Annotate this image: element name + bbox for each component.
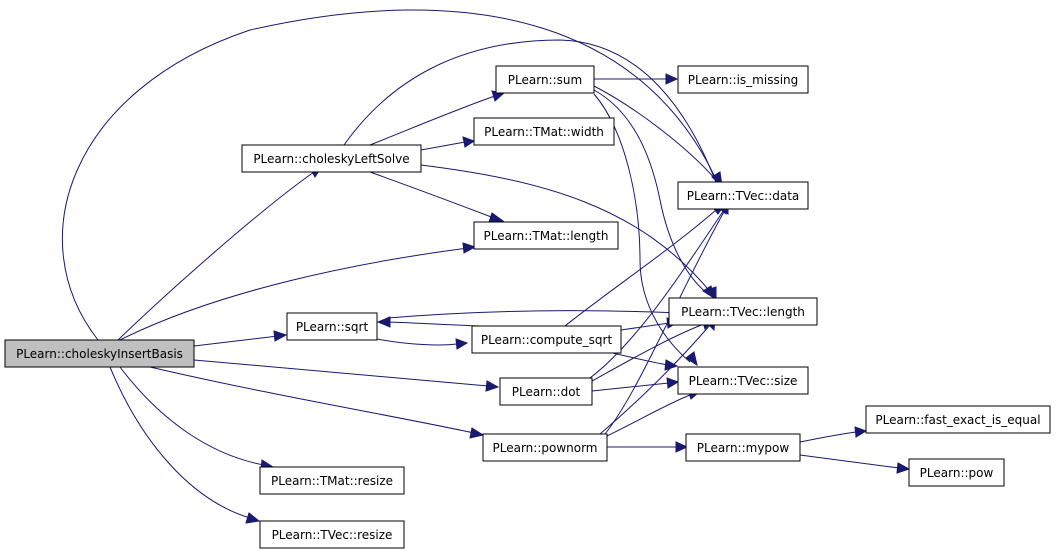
node-label: PLearn::TMat::width	[484, 125, 604, 139]
edge-mypow-pow	[799, 454, 900, 469]
node-tvec-resize[interactable]: PLearn::TVec::resize	[259, 520, 405, 549]
node-fast-exact-is-equal[interactable]: PLearn::fast_exact_is_equal	[865, 405, 1051, 434]
call-nodes: PLearn::choleskyInsertBasis PLearn::chol…	[4, 65, 1051, 549]
arrowhead	[675, 441, 689, 453]
edge-dot-tvec-data	[589, 209, 725, 379]
node-label: PLearn::TVec::length	[681, 305, 805, 319]
arrowhead	[273, 330, 288, 342]
arrowhead	[485, 380, 500, 392]
node-tmat-width[interactable]: PLearn::TMat::width	[473, 117, 615, 146]
node-tmat-resize[interactable]: PLearn::TMat::resize	[259, 466, 405, 495]
arrowhead	[685, 351, 698, 367]
arrowhead	[376, 316, 391, 328]
node-label: PLearn::mypow	[697, 441, 790, 455]
node-label: PLearn::choleskyLeftSolve	[253, 152, 409, 166]
node-label: PLearn::pow	[920, 466, 994, 480]
edge-tvec-length-sqrt	[387, 310, 681, 319]
node-label: PLearn::TMat::length	[484, 229, 609, 243]
node-tvec-data[interactable]: PLearn::TVec::data	[677, 181, 809, 210]
node-tmat-length[interactable]: PLearn::TMat::length	[473, 221, 619, 250]
edge-compute-sqrt-tvec-length	[620, 322, 670, 331]
edge-sqrt-compute-sqrt	[376, 338, 458, 346]
edge-insertbasis-dot	[193, 359, 489, 387]
arrowhead	[462, 242, 477, 254]
edge-leftsolve-tmat-width	[420, 141, 466, 151]
node-label: PLearn::choleskyInsertBasis	[16, 347, 183, 361]
node-label: PLearn::dot	[512, 385, 581, 399]
edge-pownorm-tvec-length	[599, 324, 711, 435]
edge-insertbasis-pownorm	[149, 366, 475, 434]
node-mypow[interactable]: PLearn::mypow	[685, 433, 801, 462]
node-label: PLearn::compute_sqrt	[481, 333, 613, 347]
node-label: PLearn::fast_exact_is_equal	[875, 413, 1040, 427]
node-label: PLearn::sum	[508, 73, 582, 87]
edge-compute-sqrt-tvec-data	[564, 209, 717, 327]
arrowhead	[664, 359, 679, 371]
edge-insertbasis-sqrt	[193, 335, 279, 347]
edge-insertbasis-tmat-resize	[119, 366, 265, 466]
node-label: PLearn::is_missing	[688, 73, 799, 87]
node-is-missing[interactable]: PLearn::is_missing	[677, 65, 809, 94]
arrowhead	[462, 136, 476, 148]
node-sqrt[interactable]: PLearn::sqrt	[286, 312, 378, 341]
arrowhead	[245, 512, 261, 524]
edge-pownorm-tvec-data	[604, 209, 726, 435]
node-tvec-size[interactable]: PLearn::TVec::size	[677, 366, 809, 395]
arrowhead	[854, 426, 868, 438]
edge-mypow-fast-exact	[799, 431, 857, 443]
edge-sum-tvec-data	[593, 85, 717, 181]
edge-compute-sqrt-sqrt	[387, 321, 481, 327]
edge-insertbasis-tvec-data	[61, 9, 723, 341]
node-label: PLearn::sqrt	[296, 320, 369, 334]
arrowhead	[469, 427, 485, 439]
edge-dot-tvec-length	[591, 323, 705, 382]
node-label: PLearn::TVec::size	[689, 374, 798, 388]
node-compute-sqrt[interactable]: PLearn::compute_sqrt	[471, 325, 622, 354]
arrowhead	[665, 73, 679, 85]
edge-insertbasis-leftsolve	[117, 171, 315, 341]
edge-leftsolve-tvec-data	[343, 39, 721, 194]
node-cholesky-insert-basis[interactable]: PLearn::choleskyInsertBasis	[4, 339, 195, 368]
node-dot[interactable]: PLearn::dot	[499, 377, 593, 406]
node-label: PLearn::TMat::resize	[271, 474, 393, 488]
edge-leftsolve-sum	[369, 95, 496, 146]
node-cholesky-left-solve[interactable]: PLearn::choleskyLeftSolve	[241, 144, 422, 173]
node-label: PLearn::pownorm	[493, 441, 598, 455]
edge-pownorm-tvec-size	[606, 394, 691, 437]
node-pow[interactable]: PLearn::pow	[908, 458, 1005, 487]
node-label: PLearn::TVec::resize	[272, 528, 393, 542]
edge-dot-tvec-size	[591, 382, 670, 392]
edge-insertbasis-tmat-length	[119, 247, 469, 341]
node-label: PLearn::TVec::data	[687, 189, 800, 203]
arrowhead	[896, 462, 911, 474]
node-sum[interactable]: PLearn::sum	[495, 65, 595, 94]
edge-sum-tvec-size	[593, 93, 691, 363]
node-tvec-length[interactable]: PLearn::TVec::length	[668, 297, 818, 326]
arrowhead	[488, 212, 505, 223]
arrowhead	[455, 338, 469, 350]
node-pownorm[interactable]: PLearn::pownorm	[482, 433, 608, 462]
edge-insertbasis-tvec-resize	[109, 366, 251, 519]
arrowhead	[702, 285, 715, 300]
edge-leftsolve-tmat-length	[369, 171, 495, 219]
arrowhead	[666, 377, 680, 389]
